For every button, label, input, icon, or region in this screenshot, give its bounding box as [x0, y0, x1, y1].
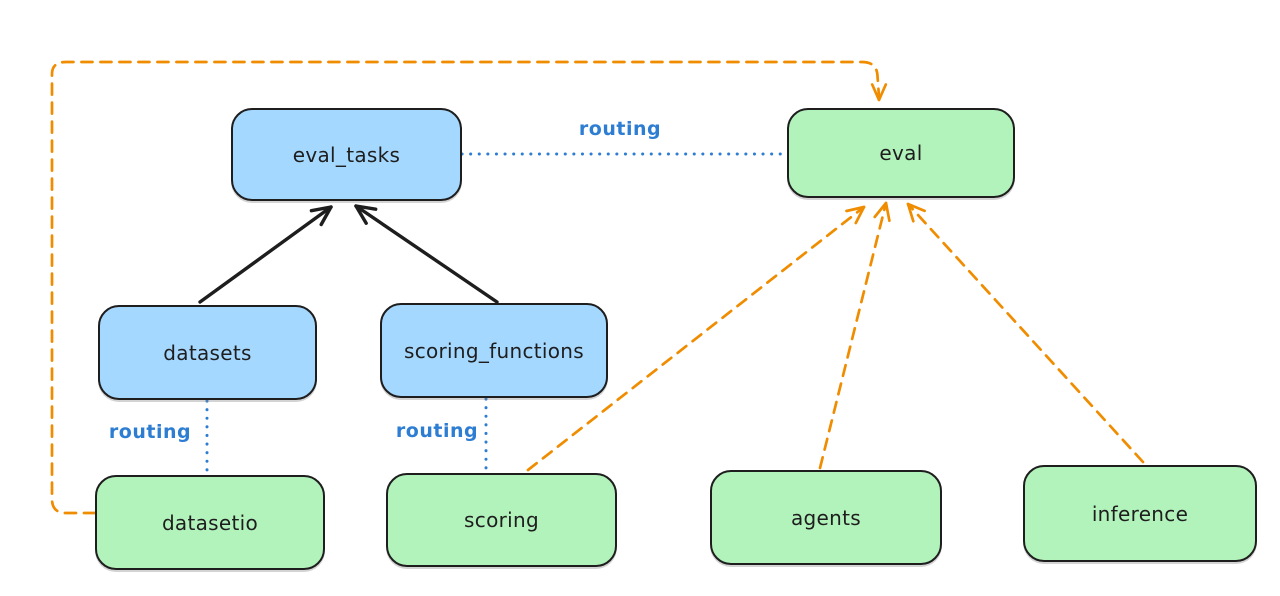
node-scoring-functions-label: scoring_functions [403, 338, 585, 363]
node-scoring-functions: scoring_functions [380, 303, 608, 398]
node-agents: agents [710, 470, 942, 565]
node-datasets: datasets [98, 305, 317, 400]
edge-scoring-functions-to-eval-tasks [354, 204, 499, 304]
edge-datasetio-to-eval-dashed [50, 60, 888, 515]
node-inference: inference [1023, 465, 1257, 562]
node-scoring: scoring [386, 473, 617, 567]
edge-agents-to-eval-dashed [818, 201, 891, 470]
routing-label-datasets-datasetio: routing [108, 421, 192, 443]
node-datasetio-label: datasetio [161, 510, 259, 535]
node-eval-tasks: eval_tasks [231, 108, 462, 201]
node-scoring-label: scoring [464, 508, 539, 532]
node-agents-label: agents [791, 505, 861, 530]
edge-inference-to-eval-dashed [906, 202, 1145, 464]
node-datasetio: datasetio [95, 475, 325, 570]
node-eval: eval [787, 108, 1015, 198]
node-eval-label: eval [879, 141, 923, 165]
node-datasets-label: datasets [163, 340, 252, 365]
routing-label-eval-tasks-eval: routing [578, 118, 662, 140]
edge-datasets-to-eval-tasks [198, 205, 333, 304]
edge-scoring-to-eval-dashed [526, 205, 866, 472]
node-inference-label: inference [1091, 501, 1189, 526]
routing-label-scoring-functions-scoring: routing [395, 420, 479, 442]
node-eval-tasks-label: eval_tasks [292, 142, 401, 167]
